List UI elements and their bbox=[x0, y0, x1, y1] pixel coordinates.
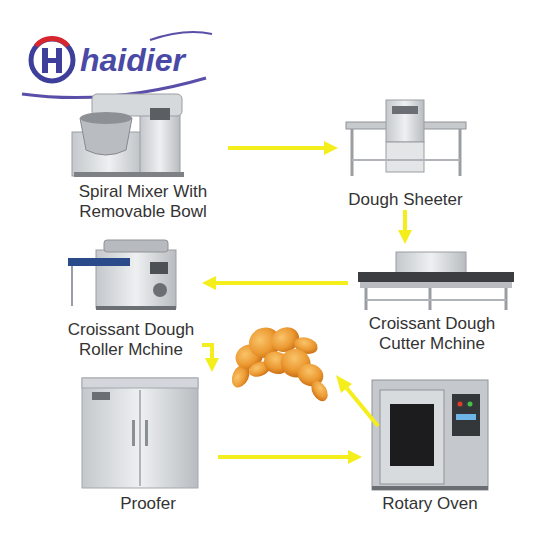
proofer-picture bbox=[82, 378, 198, 488]
picture-area bbox=[362, 376, 498, 494]
machine-label: Croissant Dough Roller Mchine bbox=[60, 320, 202, 360]
flow-arrow bbox=[210, 281, 348, 285]
rotary-oven-picture bbox=[372, 380, 488, 490]
picture-area bbox=[58, 88, 228, 182]
machine-node: Croissant Dough Roller Mchine bbox=[60, 236, 202, 360]
logo-emblem bbox=[22, 32, 212, 98]
croissant-picture bbox=[213, 308, 343, 407]
flow-arrow bbox=[403, 210, 407, 236]
spiral-mixer-picture bbox=[72, 94, 184, 177]
machine-node: Rotary Oven bbox=[362, 376, 498, 514]
picture-area bbox=[338, 90, 473, 190]
machine-node: Spiral Mixer With Removable Bowl bbox=[58, 88, 228, 222]
machine-node: Croissant Dough Cutter Mchine bbox=[348, 244, 516, 354]
picture-area bbox=[78, 372, 218, 494]
flow-arrow bbox=[218, 455, 354, 459]
dough-roller-picture bbox=[68, 240, 176, 310]
flow-arrow bbox=[228, 146, 330, 150]
machine-label: Spiral Mixer With Removable Bowl bbox=[58, 182, 228, 222]
machine-label: Rotary Oven bbox=[362, 494, 498, 514]
machine-label: Dough Sheeter bbox=[338, 190, 473, 210]
dough-sheeter-picture bbox=[346, 100, 466, 176]
machine-label: Croissant Dough Cutter Mchine bbox=[348, 314, 516, 354]
machine-label: Proofer bbox=[78, 494, 218, 514]
machine-node: Dough Sheeter bbox=[338, 90, 473, 210]
picture-area bbox=[60, 236, 202, 320]
logo-word: haidier bbox=[80, 42, 185, 78]
picture-area bbox=[348, 244, 516, 314]
machine-node: Proofer bbox=[78, 372, 218, 514]
flow-arrow bbox=[202, 345, 212, 364]
oven-to-croissant-arrow bbox=[336, 375, 378, 426]
dough-cutter-picture bbox=[358, 252, 514, 310]
